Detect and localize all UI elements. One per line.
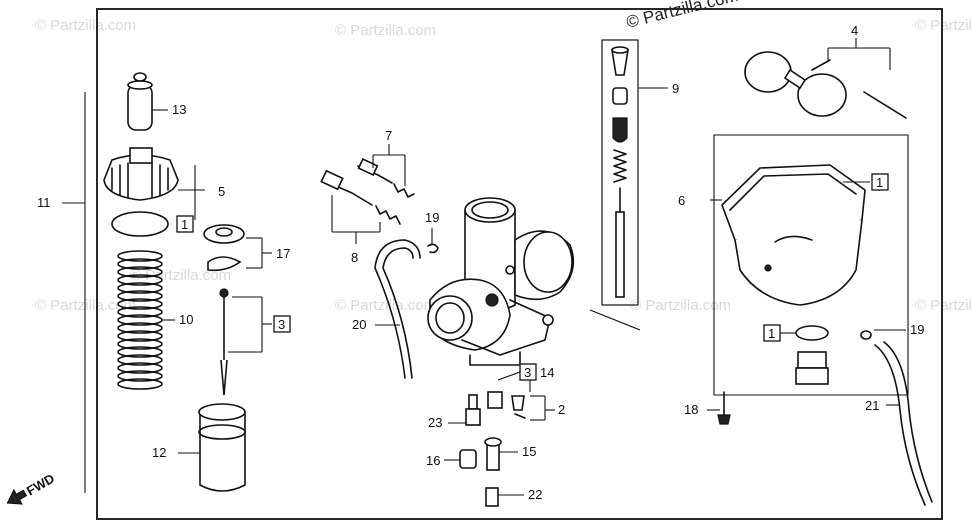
spring-coil [117,362,163,374]
ref-box-1b-text: 1 [876,175,883,190]
callout-14: 14 [540,365,554,380]
fwd-direction-indicator: FWD [6,471,57,505]
callout-7: 7 [385,128,392,143]
watermarks: © Partzilla.com © Partzilla.com © Partzi… [35,17,971,314]
callout-4: 4 [851,23,858,38]
callout-10: 10 [179,312,193,327]
ref-box-3-text: 3 [278,317,285,332]
part-13-cap [127,72,168,131]
spring-coil [117,274,163,286]
spring-coil [117,370,163,382]
callout-23: 23 [428,415,442,430]
watermark-text: © Partzilla.com [335,297,436,314]
spring-coil [117,338,163,350]
callout-6: 6 [678,193,685,208]
callout-16: 16 [426,453,440,468]
callout-18: 18 [684,402,698,417]
watermark-text: © Partzilla.com [630,297,731,314]
spring-coil [117,298,163,310]
ref-box-3b [519,363,537,381]
callout-12: 12 [152,445,166,460]
part-19-20-tube [374,228,439,379]
ref-box-1c [763,324,781,342]
part-19-21-hose [860,329,933,506]
spring-coil [117,330,163,342]
callout-9: 9 [672,81,679,96]
part-10-spring [117,250,163,390]
part-4-float [744,38,907,119]
ref-box-1 [176,215,194,233]
callout-15: 15 [522,444,536,459]
fwd-label: FWD [24,471,57,499]
o-ring [111,211,169,237]
watermark-text: © Partzilla.com [915,297,971,314]
spring-coil [117,346,163,358]
ref-box-1-text: 1 [181,217,188,232]
spring-coil [117,306,163,318]
part-9-needle-jet-assembly [601,39,668,306]
callout-2: 2 [558,402,565,417]
copyright-text: © Partzilla.com [624,0,740,32]
spring-coil [117,354,163,366]
watermark-text: © Partzilla.com [915,17,971,34]
ref-box-3b-text: 3 [524,365,531,380]
ref-box-1c-text: 1 [768,326,775,341]
spring-coil [117,258,163,270]
part-3-jet-needle [219,288,272,396]
spring-coil [117,250,163,262]
callout-20: 20 [352,317,366,332]
part-18-screw [707,391,731,425]
watermark-text: © Partzilla.com [35,17,136,34]
watermark-text: © Partzilla.com [335,22,436,39]
spring-coil [117,282,163,294]
part-5-top-cap [103,147,205,220]
callout-21: 21 [865,398,879,413]
callout-8: 8 [351,250,358,265]
callout-22: 22 [528,487,542,502]
callout-5: 5 [218,184,225,199]
callout-11: 11 [37,195,51,210]
spring-coil [117,290,163,302]
callout-19a: 19 [425,210,439,225]
callout-17: 17 [276,246,290,261]
jets-group [444,371,555,507]
part-12-throttle-valve [178,403,246,492]
spring-coil [117,322,163,334]
part-7-8-screws [320,144,415,244]
spring-coil [117,266,163,278]
callout-13: 13 [172,102,186,117]
callout-19b: 19 [910,322,924,337]
ref-box-1b [871,173,889,191]
ref-box-3 [273,315,291,333]
bowl-drain-parts [780,325,829,385]
part-17-seal [203,224,272,272]
carburetor-body [427,197,575,366]
diagram-frame [96,8,943,520]
part-6-float-bowl [710,134,909,396]
spring-coil [117,378,163,390]
watermark-text: © Partzilla.com [130,267,231,284]
